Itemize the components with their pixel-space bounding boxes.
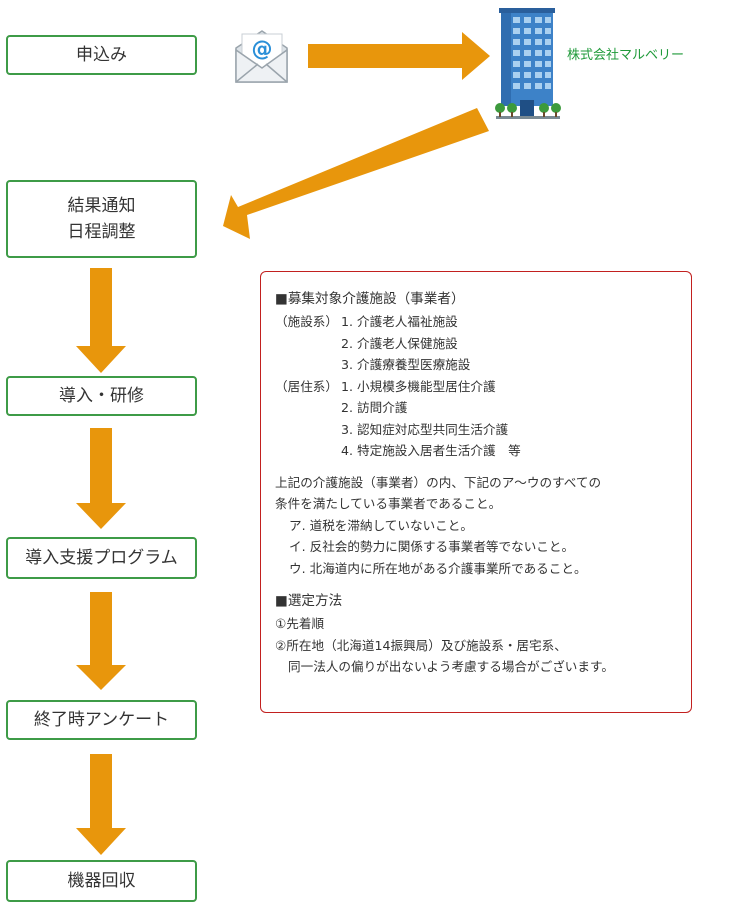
facility-category-label: （施設系） — [275, 314, 338, 329]
facility-row-1: （施設系） 1. 介護老人福祉施設 — [275, 311, 679, 333]
conditions-intro-line: 上記の介護施設（事業者）の内、下記のア～ウのすべての — [275, 474, 602, 490]
step-survey-label: 終了時アンケート — [33, 709, 170, 730]
selection-item: ①先着順 — [275, 616, 325, 631]
residential-item: 3. 認知症対応型共同生活介護 — [341, 421, 509, 437]
facility-row-2: 2. 介護老人保健施設 — [275, 333, 679, 355]
panel-heading: ■募集対象介護施設（事業者） — [275, 291, 465, 307]
arrow-to-result — [223, 108, 489, 239]
step-intro: 導入・研修 — [6, 376, 197, 416]
residential-item: 2. 訪問介護 — [341, 400, 408, 415]
residential-row-3: 3. 認知症対応型共同生活介護 — [275, 419, 679, 441]
step-collect: 機器回収 — [6, 860, 197, 902]
step-apply-label: 申込み — [76, 44, 127, 65]
step-support: 導入支援プログラム — [6, 537, 197, 579]
office-building-icon — [495, 8, 561, 119]
step-apply: 申込み — [6, 35, 197, 75]
conditions-intro-line: 条件を満たしている事業者であること。 — [275, 496, 502, 511]
step-collect-label: 機器回収 — [67, 870, 136, 891]
step-result-line1: 結果通知 — [67, 195, 136, 216]
step-intro-label: 導入・研修 — [59, 385, 144, 406]
residential-row-4: 4. 特定施設入居者生活介護 等 — [275, 440, 679, 462]
recruitment-info-panel: ■募集対象介護施設（事業者） （施設系） 1. 介護老人福祉施設 2. 介護老人… — [260, 271, 692, 713]
step-result: 結果通知 日程調整 — [6, 180, 197, 258]
selection-item-continuation: 同一法人の偏りが出ないよう考慮する場合がございます。 — [288, 659, 614, 674]
condition-item: イ. 反社会的勢力に関係する事業者等でないこと。 — [289, 539, 575, 554]
condition-item: ア. 道税を滞納していないこと。 — [289, 517, 473, 533]
step-support-label: 導入支援プログラム — [25, 547, 178, 568]
arrow-to-company — [308, 32, 490, 80]
arrow-down-1 — [76, 268, 126, 373]
at-symbol: @ — [252, 37, 273, 61]
arrow-down-4 — [76, 754, 126, 855]
condition-item: ウ. 北海道内に所在地がある介護事業所であること。 — [289, 560, 587, 576]
facility-item: 1. 介護老人福祉施設 — [341, 314, 458, 329]
facility-item: 2. 介護老人保健施設 — [341, 335, 458, 351]
arrow-down-3 — [76, 592, 126, 690]
residential-row-1: （居住系） 1. 小規模多機能型居住介護 — [275, 376, 679, 398]
step-survey: 終了時アンケート — [6, 700, 197, 740]
company-name: 株式会社マルベリー — [567, 48, 685, 63]
envelope-at-icon: @ — [235, 30, 288, 83]
arrow-down-2 — [76, 428, 126, 529]
facility-item: 3. 介護療養型医療施設 — [341, 357, 471, 372]
selection-heading: ■選定方法 — [275, 593, 343, 609]
residential-item: 4. 特定施設入居者生活介護 等 — [341, 443, 521, 458]
residential-row-2: 2. 訪問介護 — [275, 397, 679, 419]
facility-row-3: 3. 介護療養型医療施設 — [275, 354, 679, 376]
step-result-line2: 日程調整 — [67, 222, 136, 242]
residential-item: 1. 小規模多機能型居住介護 — [341, 378, 496, 394]
residential-category-label: （居住系） — [275, 378, 338, 394]
selection-item: ②所在地（北海道14振興局）及び施設系・居宅系、 — [275, 637, 567, 653]
